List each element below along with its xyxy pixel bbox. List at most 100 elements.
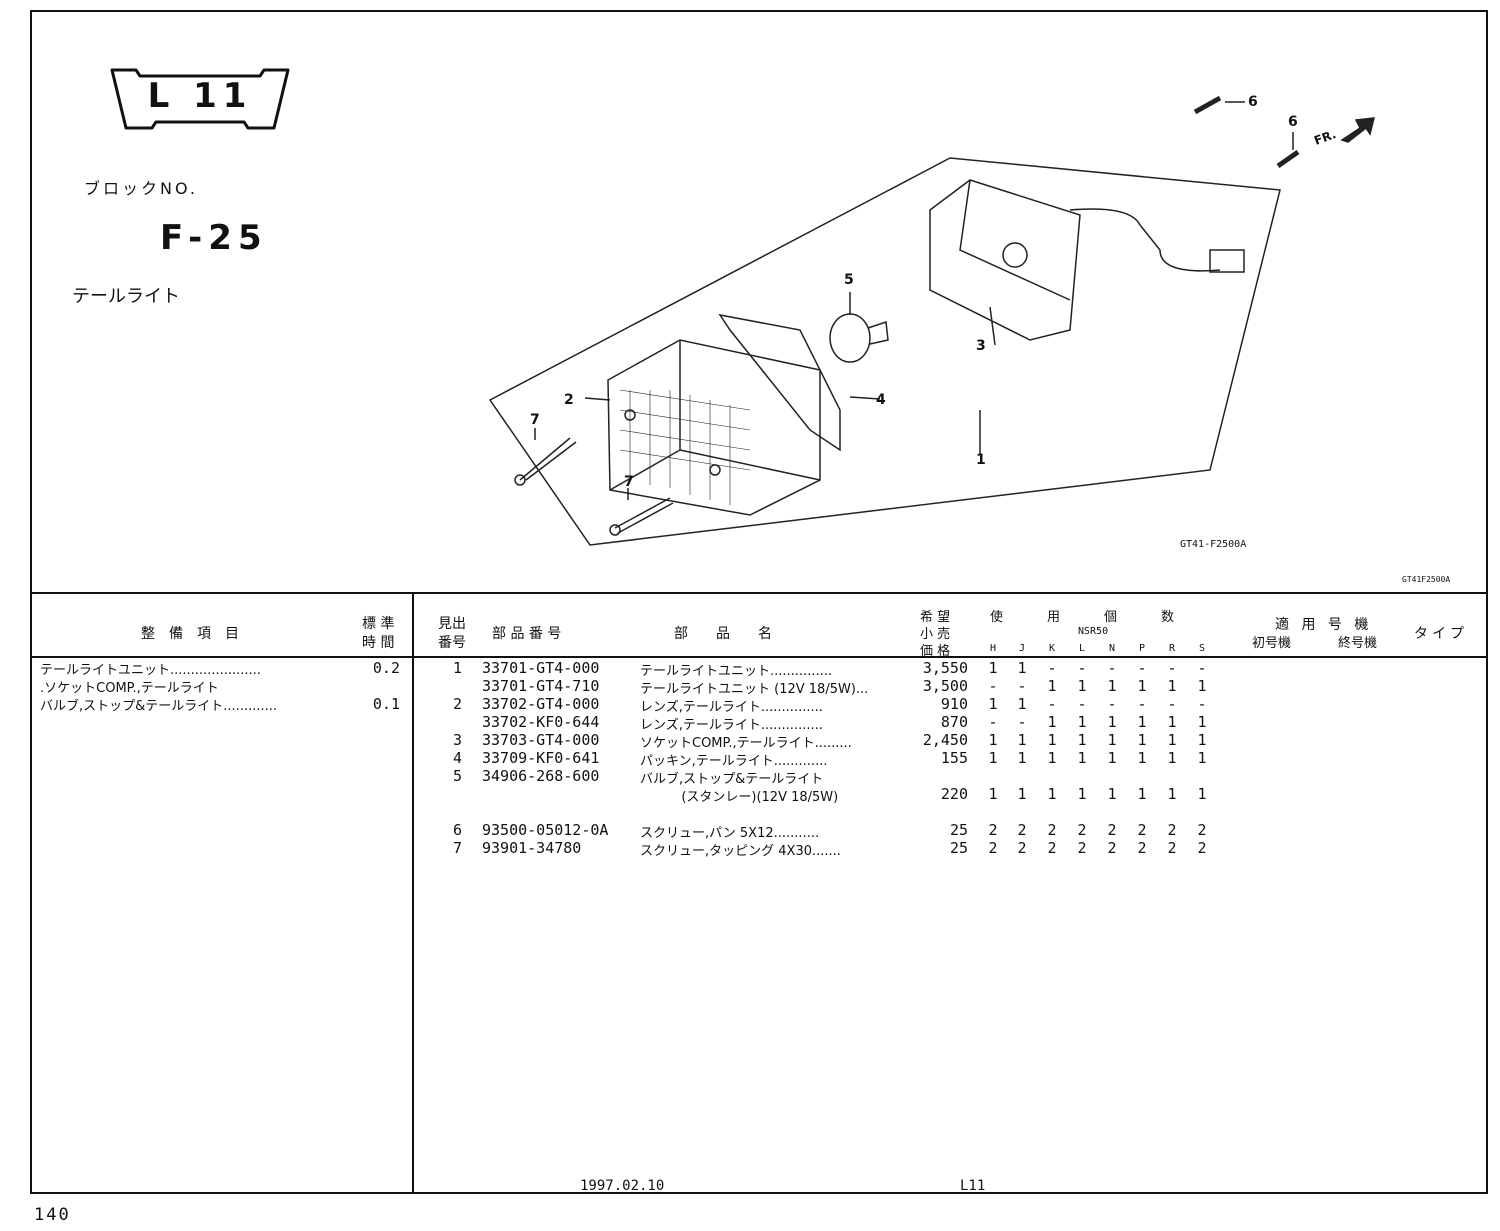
qty-P: 1 — [1137, 731, 1147, 749]
callout-1: 1 — [976, 452, 986, 468]
header-part-no: 部 品 番 号 — [492, 626, 562, 642]
screw-7a-drawing — [519, 437, 577, 481]
price: 25 — [949, 821, 968, 839]
qty-N: 1 — [1107, 713, 1117, 731]
qty-J: 2 — [1017, 839, 1027, 857]
qty-S: 2 — [1197, 839, 1207, 857]
price: 220 — [940, 785, 968, 803]
front-arrow-icon — [1340, 117, 1375, 143]
qty-L: 1 — [1077, 713, 1087, 731]
qty-R: 1 — [1167, 677, 1177, 695]
block-no-label: ブロックNO. — [84, 179, 199, 198]
part-name: テールライトユニット............... — [640, 664, 832, 679]
header-price-2: 小 売 — [920, 627, 951, 642]
header-qty-col: R — [1168, 643, 1176, 654]
qty-S: - — [1197, 659, 1207, 677]
qty-N: - — [1107, 659, 1117, 677]
header-service-item: 整 備 項 目 — [141, 626, 239, 642]
section-label: L 11 — [147, 76, 253, 116]
qty-H: - — [988, 677, 998, 695]
qty-K: 2 — [1047, 839, 1057, 857]
qty-K: 1 — [1047, 749, 1057, 767]
footer-section: L11 — [960, 1178, 986, 1194]
part-name: レンズ,テールライト............... — [640, 700, 823, 715]
part-number: 33709-KF0-641 — [482, 749, 600, 767]
part-number: 93500-05012-0A — [482, 821, 609, 839]
header-ref-no-1: 見出 — [438, 616, 466, 632]
qty-P: - — [1137, 695, 1147, 713]
callout-2: 2 — [564, 392, 574, 408]
part-name: テールライトユニット (12V 18/5W)... — [640, 682, 869, 697]
ref-no: 1 — [452, 659, 462, 677]
qty-N: 1 — [1107, 677, 1117, 695]
price: 3,550 — [922, 659, 968, 677]
qty-N: 1 — [1107, 731, 1117, 749]
service-item-row: バルブ,ストップ&テールライト.............0.1 — [40, 695, 412, 714]
qty-H: 1 — [988, 785, 998, 803]
qty-K: - — [1047, 695, 1057, 713]
qty-N: 2 — [1107, 821, 1117, 839]
part-name: ソケットCOMP.,テールライト......... — [640, 736, 852, 751]
qty-P: 2 — [1137, 821, 1147, 839]
ref-no: 3 — [452, 731, 462, 749]
qty-L: 2 — [1077, 821, 1087, 839]
qty-P: 1 — [1137, 785, 1147, 803]
part-name: スクリュー,タッピング 4X30....... — [640, 844, 841, 859]
qty-P: - — [1137, 659, 1147, 677]
callout-7b: 7 — [624, 474, 634, 490]
header-first-serial: 初号機 — [1252, 636, 1292, 651]
header-qty-col: N — [1108, 643, 1116, 654]
diagram-code-small: GT41F2500A — [1402, 575, 1450, 584]
qty-K: - — [1047, 659, 1057, 677]
part-name: レンズ,テールライト............... — [640, 718, 823, 733]
qty-L: 1 — [1077, 749, 1087, 767]
callout-4: 4 — [876, 392, 886, 408]
price: 870 — [940, 713, 968, 731]
qty-R: 1 — [1167, 731, 1177, 749]
qty-H: 1 — [988, 659, 998, 677]
qty-R: 1 — [1167, 785, 1177, 803]
callout-5: 5 — [844, 272, 854, 288]
part-number: 33701-GT4-000 — [482, 659, 600, 677]
qty-K: 2 — [1047, 821, 1057, 839]
divider-diagram-table — [30, 592, 1488, 594]
qty-S: 1 — [1197, 713, 1207, 731]
header-qty-col: J — [1018, 643, 1026, 654]
qty-K: 1 — [1047, 677, 1057, 695]
qty-J: 1 — [1017, 731, 1027, 749]
qty-S: 1 — [1197, 785, 1207, 803]
front-marker: FR. — [1312, 127, 1338, 148]
ref-no: 2 — [452, 695, 462, 713]
qty-R: 1 — [1167, 749, 1177, 767]
qty-H: 1 — [988, 695, 998, 713]
header-model: NSR50 — [1078, 626, 1109, 637]
price: 25 — [949, 839, 968, 857]
header-applicable: 適 用 号 機 — [1275, 617, 1373, 633]
qty-H: 2 — [988, 839, 998, 857]
part-name: パッキン,テールライト............. — [640, 754, 828, 769]
qty-J: 1 — [1017, 785, 1027, 803]
header-qty-col: L — [1078, 643, 1086, 654]
header-std-time-2: 時 間 — [362, 635, 395, 651]
qty-P: 1 — [1137, 677, 1147, 695]
price: 2,450 — [922, 731, 968, 749]
qty-S: 1 — [1197, 749, 1207, 767]
header-last-serial: 終号機 — [1338, 636, 1378, 651]
service-item-row: テールライトユニット......................0.2 — [40, 659, 412, 678]
part-name: バルブ,ストップ&テールライト — [640, 772, 824, 787]
part-number: 33702-KF0-644 — [482, 713, 600, 731]
qty-L: 1 — [1077, 677, 1087, 695]
qty-H: 2 — [988, 821, 998, 839]
qty-J: 2 — [1017, 821, 1027, 839]
qty-J: - — [1017, 677, 1027, 695]
part-number: 33701-GT4-710 — [482, 677, 600, 695]
part-number: 93901-34780 — [482, 839, 582, 857]
service-item-name: テールライトユニット...................... — [40, 663, 261, 678]
header-std-time-1: 標 準 — [362, 616, 395, 632]
price: 155 — [940, 749, 968, 767]
header-qty-col: H — [989, 643, 997, 654]
header-qty-col: S — [1198, 643, 1206, 654]
